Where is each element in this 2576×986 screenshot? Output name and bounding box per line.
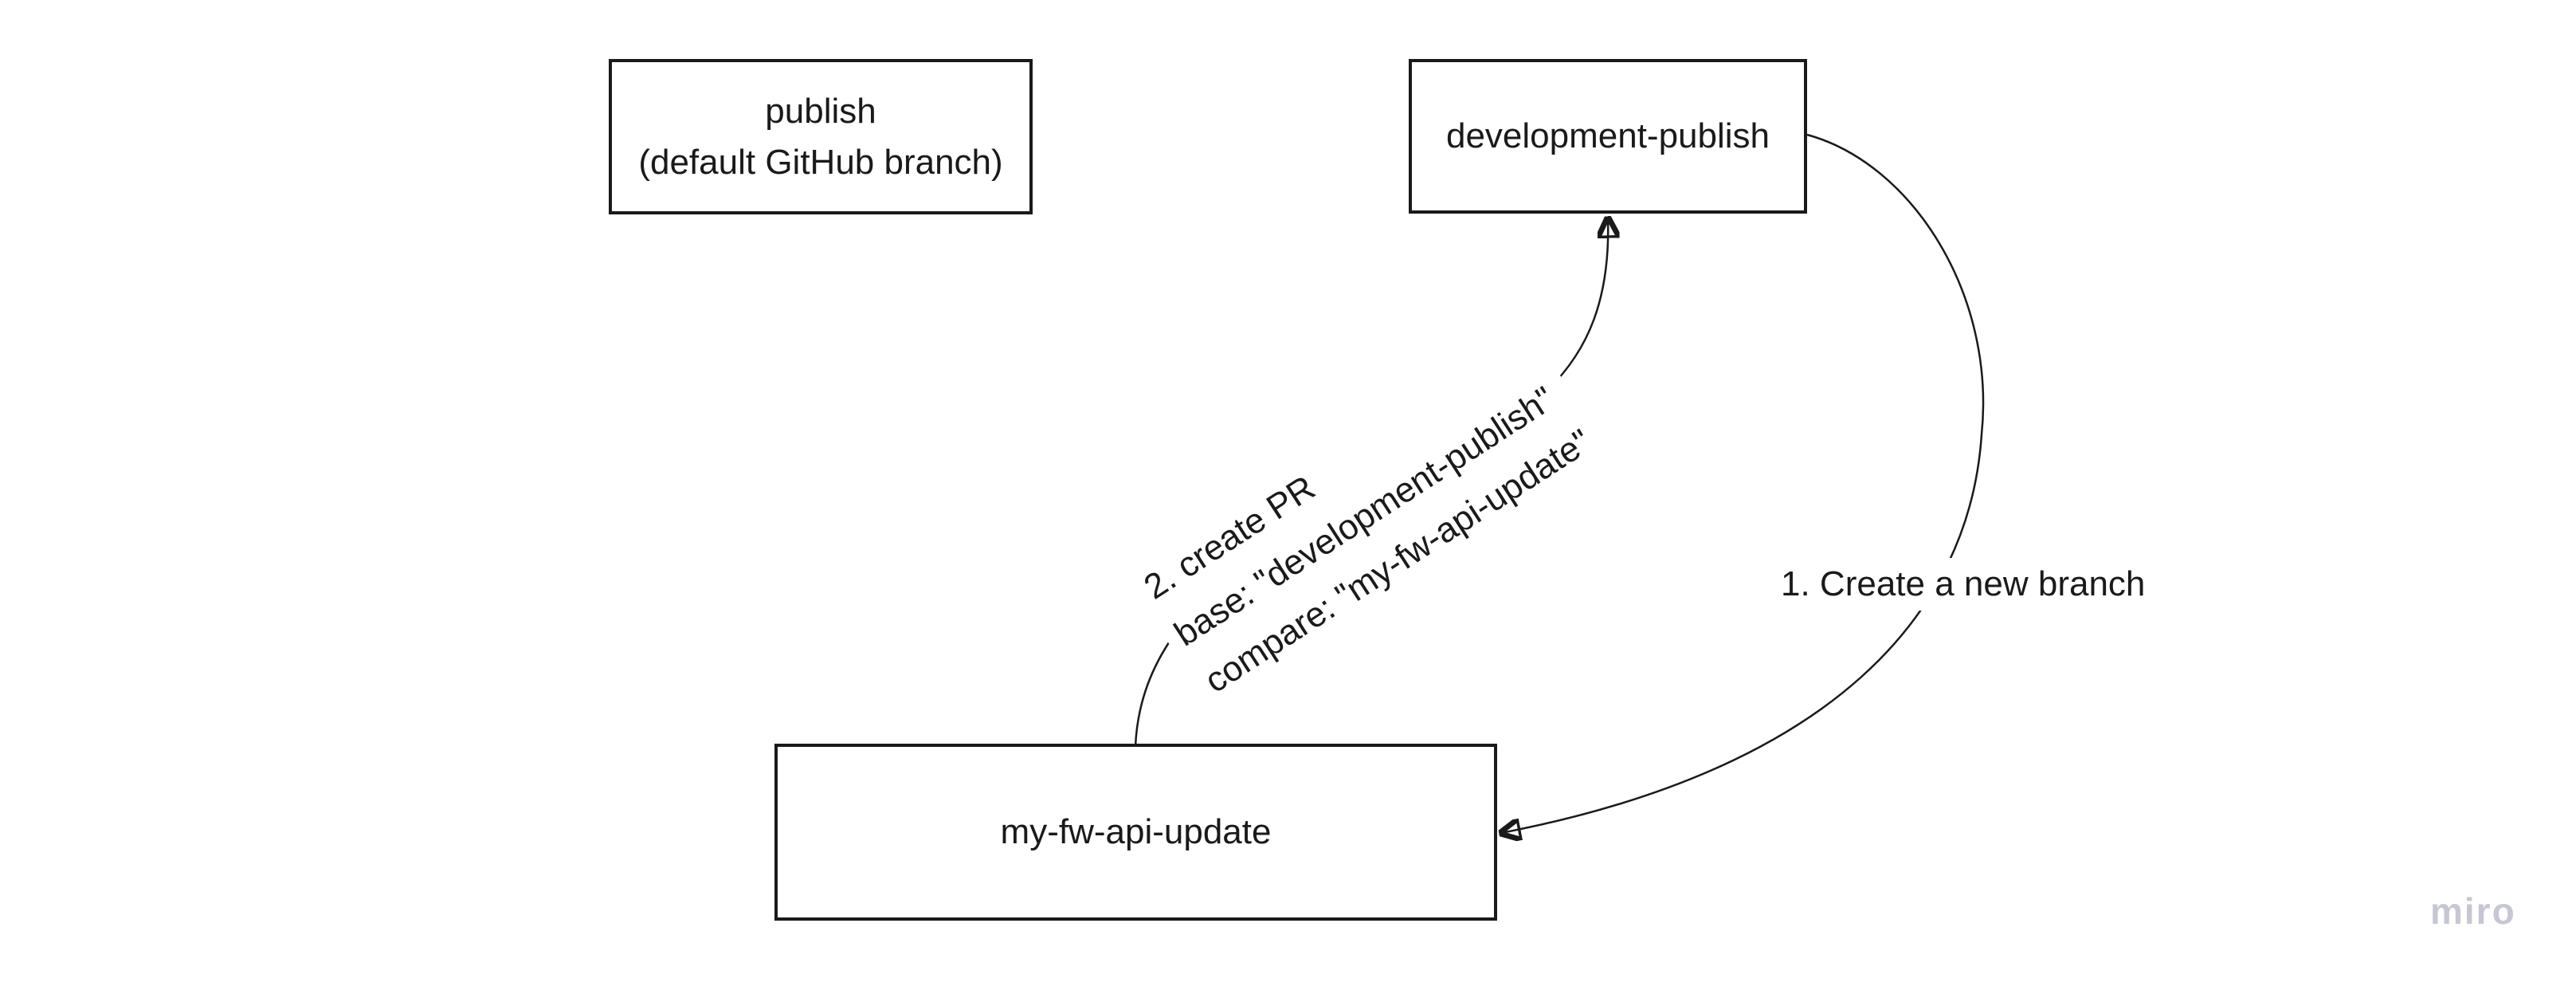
connector-label-create-branch[interactable]: 1. Create a new branch: [1773, 558, 2154, 611]
connector-create-branch-path[interactable]: [1501, 133, 1985, 833]
branch-box-development-publish[interactable]: development-publish: [1409, 59, 1807, 214]
my-fw-api-update-label: my-fw-api-update: [1000, 812, 1272, 851]
development-publish-label: development-publish: [1445, 116, 1770, 155]
miro-watermark-logo: miro: [2430, 890, 2516, 932]
branch-box-my-fw-api-update[interactable]: my-fw-api-update: [774, 744, 1497, 921]
branch-box-publish[interactable]: publish (default GitHub branch): [609, 59, 1033, 214]
publish-label-line-1: publish: [765, 91, 876, 131]
publish-label-line-2: (default GitHub branch): [638, 142, 1003, 182]
